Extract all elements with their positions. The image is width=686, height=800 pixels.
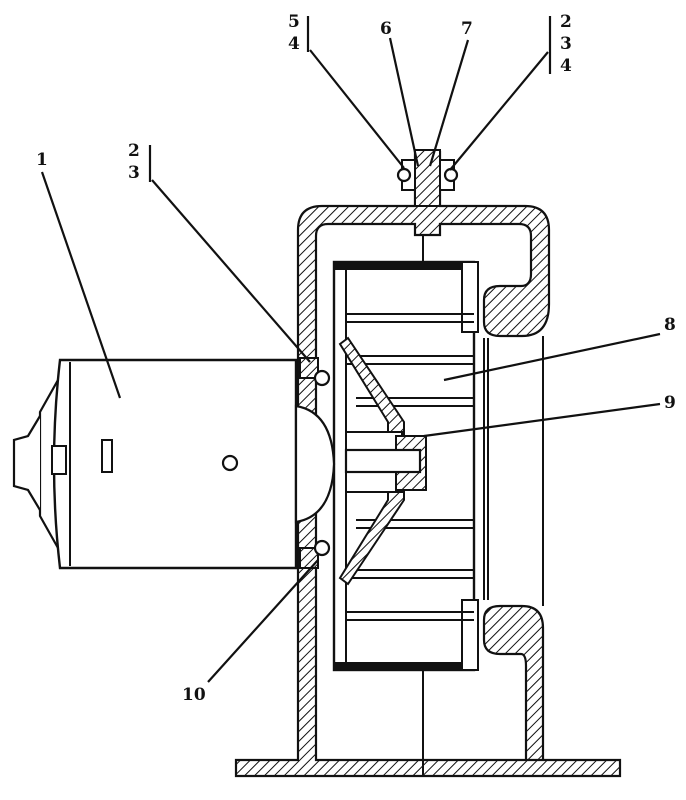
leader-234 <box>449 51 549 171</box>
leader-9 <box>423 402 661 438</box>
callout-2-right: 2 <box>560 12 572 32</box>
leader-10 <box>207 559 319 683</box>
callout-1: 1 <box>36 150 48 170</box>
callout-5: 5 <box>288 12 300 32</box>
leader-23-left <box>151 179 311 363</box>
callout-8: 8 <box>664 315 676 335</box>
motor <box>12 357 336 570</box>
callout-9: 9 <box>664 393 676 413</box>
impeller <box>332 260 489 672</box>
callout-10: 10 <box>182 685 206 705</box>
leader-1 <box>40 171 122 399</box>
callout-3-right: 3 <box>560 34 572 54</box>
callout-4-right: 4 <box>560 56 572 76</box>
callout-7: 7 <box>461 19 473 39</box>
callout-6: 6 <box>380 19 392 39</box>
callout-3-left: 3 <box>128 163 140 183</box>
callout-2-left: 2 <box>128 141 140 161</box>
leader-7 <box>428 39 470 167</box>
leader-8 <box>443 332 661 382</box>
leader-lines <box>40 16 661 683</box>
callouts: 1 2 3 5 4 6 7 2 3 4 8 9 10 <box>36 12 676 705</box>
callout-4-top: 4 <box>288 34 300 54</box>
leader-54 <box>309 49 405 169</box>
top-flange <box>396 149 459 207</box>
leader-6 <box>388 37 420 167</box>
